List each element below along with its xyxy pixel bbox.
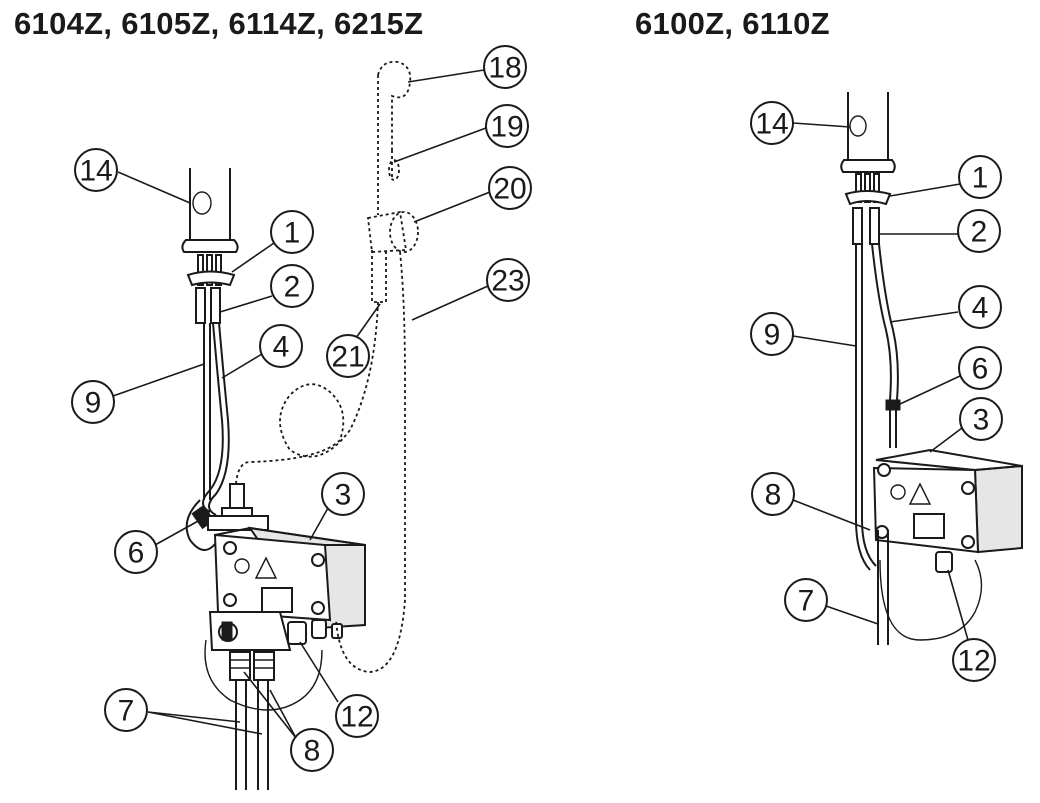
svg-text:2: 2: [971, 216, 988, 249]
callout-4-left: 4: [221, 324, 303, 379]
callout-14-right: 14: [750, 101, 851, 145]
svg-text:23: 23: [491, 265, 524, 298]
svg-text:7: 7: [798, 585, 815, 618]
callout-2-left: 2: [219, 264, 314, 313]
callout-1-left: 1: [231, 210, 314, 273]
diagram-title-left: 6104Z, 6105Z, 6114Z, 6215Z: [14, 6, 424, 41]
svg-text:9: 9: [764, 319, 781, 352]
svg-text:4: 4: [972, 292, 989, 325]
svg-text:8: 8: [765, 479, 782, 512]
callout-1-right: 1: [889, 155, 1002, 199]
sensor-window-right: [849, 115, 867, 137]
callout-23: 23: [411, 258, 530, 321]
callout-9-left: 9: [71, 363, 205, 424]
callout-21: 21: [326, 303, 381, 378]
control-box-left: [213, 526, 366, 630]
svg-text:1: 1: [284, 217, 301, 250]
sensor-window-left: [192, 191, 212, 215]
svg-text:2: 2: [284, 271, 301, 304]
right-assembly: 14 1 2 9 4 6 3: [750, 92, 1023, 682]
svg-text:3: 3: [973, 404, 990, 437]
callout-4-right: 4: [889, 285, 1002, 329]
callout-12-right: 12: [947, 569, 996, 682]
svg-text:12: 12: [957, 645, 990, 678]
svg-text:7: 7: [118, 695, 135, 728]
valve-block-left: [207, 483, 269, 531]
hand-shower-dashed: [235, 60, 419, 673]
callout-12-left: 12: [299, 641, 379, 738]
callout-3-right: 3: [929, 397, 1003, 453]
faucet-spout-right: [840, 92, 896, 173]
callout-2-right: 2: [880, 209, 1001, 253]
svg-text:1: 1: [972, 162, 989, 195]
svg-text:14: 14: [755, 108, 788, 141]
callout-6-left: 6: [114, 519, 201, 574]
callout-14-left: 14: [74, 148, 191, 204]
svg-text:8: 8: [304, 735, 321, 768]
svg-text:19: 19: [490, 111, 523, 144]
mounting-kit-right: [844, 173, 892, 245]
svg-text:6: 6: [128, 537, 145, 570]
callout-20: 20: [413, 166, 532, 223]
lower-housing-left: [208, 611, 343, 681]
mounting-kit-left: [186, 254, 236, 324]
svg-text:20: 20: [493, 173, 526, 206]
faucet-spout-left: [181, 168, 239, 253]
callout-8-right: 8: [751, 472, 871, 531]
diagram-title-right: 6100Z, 6110Z: [635, 6, 830, 41]
svg-text:21: 21: [331, 341, 364, 374]
callout-19: 19: [393, 104, 529, 163]
callout-8-left: 8: [243, 671, 334, 772]
svg-text:6: 6: [972, 353, 989, 386]
callout-7-left: 7: [104, 688, 263, 735]
svg-text:9: 9: [85, 387, 102, 420]
callout-18: 18: [407, 45, 527, 89]
callout-9-right: 9: [750, 312, 857, 356]
svg-text:12: 12: [340, 701, 373, 734]
callout-7-right: 7: [784, 578, 879, 625]
left-assembly: 14 1 2 4 9 6 3: [71, 45, 532, 790]
callout-3-left: 3: [309, 472, 365, 541]
svg-text:18: 18: [488, 52, 521, 85]
control-box-right: [872, 448, 1023, 573]
callout-6-right: 6: [899, 346, 1002, 405]
svg-text:4: 4: [273, 331, 290, 364]
svg-text:3: 3: [335, 479, 352, 512]
svg-text:14: 14: [79, 155, 112, 188]
